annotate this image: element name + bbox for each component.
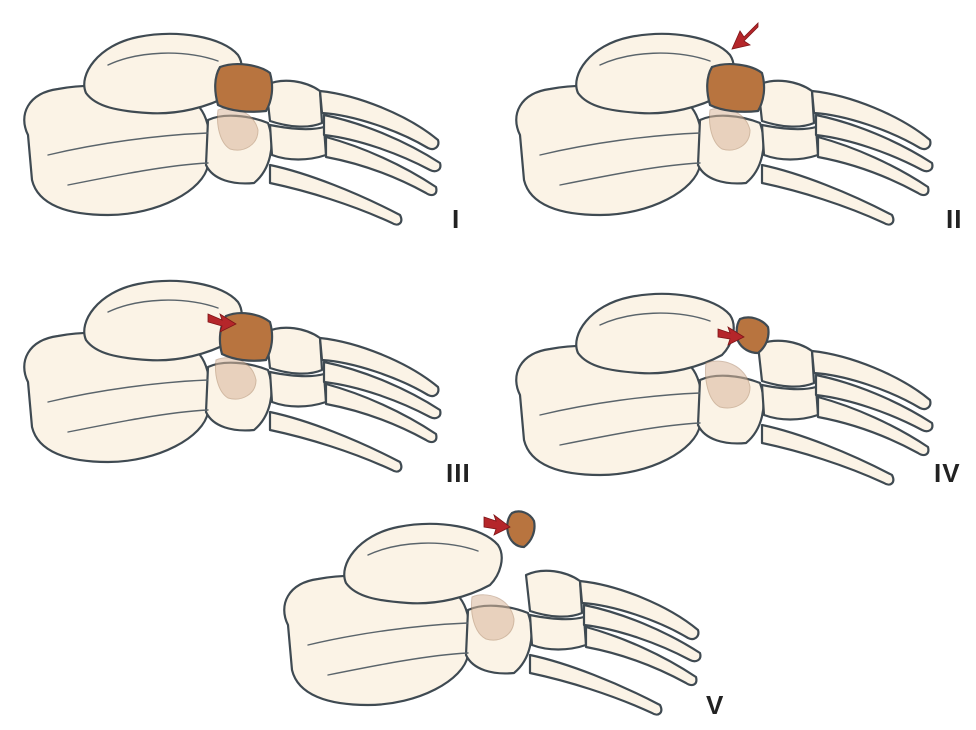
panel-stage-4 — [500, 275, 960, 490]
panel-stage-3 — [8, 262, 468, 477]
navicular-bone — [507, 511, 534, 547]
foot-illustration-stage-3 — [8, 262, 468, 477]
stage-label-4: IV — [934, 458, 961, 489]
arrow-icon — [732, 23, 758, 49]
stage-label-3: III — [446, 458, 471, 489]
stage-label-5: V — [706, 690, 724, 721]
stage-label-1: I — [452, 204, 460, 235]
foot-illustration-stage-4 — [500, 275, 960, 490]
navicular-bone — [707, 64, 764, 112]
foot-illustration-stage-5 — [268, 505, 728, 720]
panel-stage-1 — [8, 15, 468, 230]
foot-illustration-stage-1 — [8, 15, 468, 230]
panel-stage-2 — [500, 15, 960, 230]
navicular-bone — [215, 64, 272, 112]
arrow-icon — [484, 515, 510, 535]
stage-label-2: II — [946, 204, 962, 235]
foot-illustration-stage-2 — [500, 15, 960, 230]
panel-stage-5 — [268, 505, 728, 720]
